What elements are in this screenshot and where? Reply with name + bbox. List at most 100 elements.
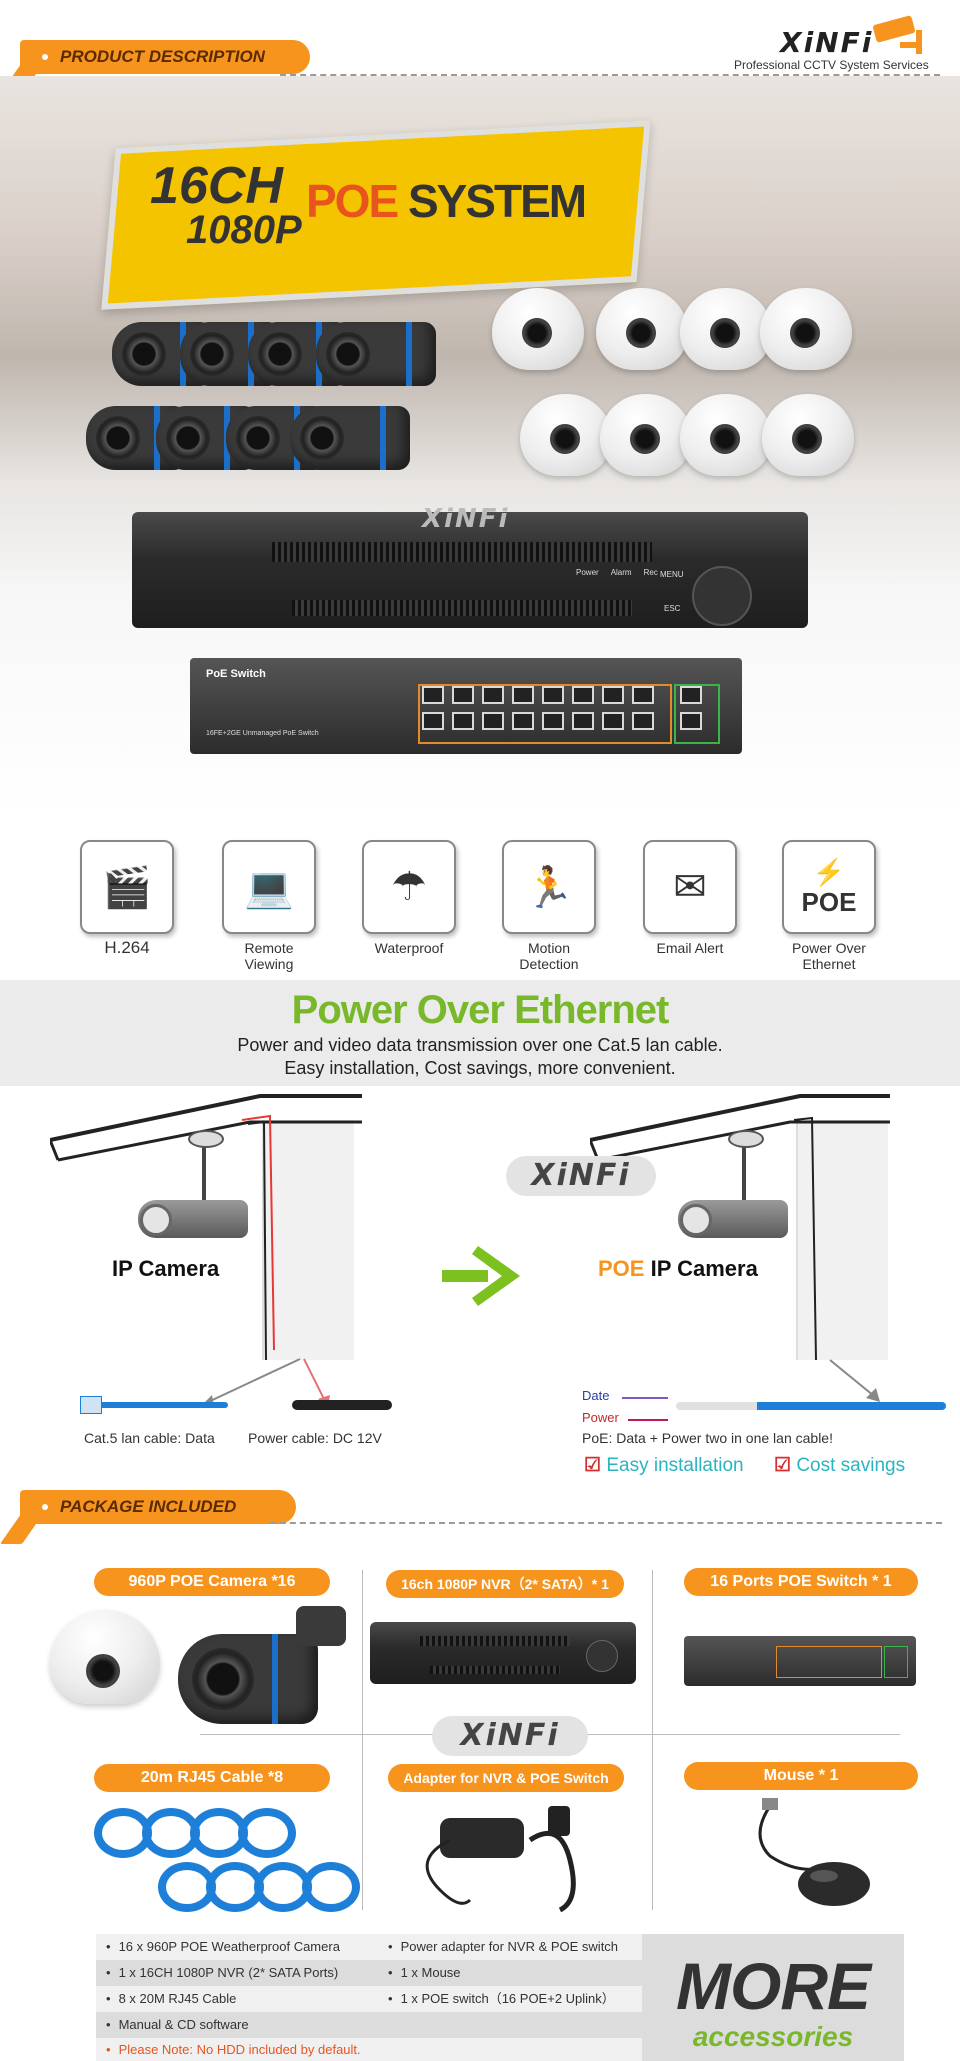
dome-camera [680,394,772,476]
clapperboard-icon: 🎬 [80,840,174,934]
checkmark-icon: ☑ [774,1455,792,1476]
cable2-label: Power cable: DC 12V [248,1430,382,1446]
cable-coil [302,1862,360,1912]
list-item: •Power adapter for NVR & POE switch [378,1934,642,1960]
pkg-label-switch: 16 Ports POE Switch * 1 [684,1568,918,1596]
feature-label: Waterproof [374,940,444,956]
nvr-dpad-icon [692,566,752,626]
ethernet-port-icon [542,712,564,730]
package-divider [270,1522,942,1524]
brand-tagline: Professional CCTV System Services [734,58,929,72]
wall [262,1120,354,1360]
uplink-port-icon [680,686,702,704]
more-text: MORE [676,1949,871,2023]
poe-switch: PoE Switch 16FE+2GE Unmanaged PoE Switch [190,658,742,754]
list-item-text: 8 x 20M RJ45 Cable [118,1991,237,2006]
feature-waterproof: ☂ Waterproof [362,840,456,956]
benefit-cost-label: Cost savings [796,1455,906,1476]
green-arrow-icon [442,1246,520,1306]
ethernet-port-icon [632,712,654,730]
poe-banner: Power Over Ethernet Power and video data… [0,980,960,1086]
grid-divider [362,1570,363,1910]
list-item-text: Manual & CD software [118,2017,249,2032]
legend-data-line [622,1397,668,1399]
accessories-text: accessories [692,2021,854,2052]
nvr-esc-label: ESC [664,604,681,613]
bullet-camera [290,406,410,470]
list-item: •1 x POE switch（16 POE+2 Uplink） [378,1986,642,2012]
section-header-package: PACKAGE INCLUDED [20,1490,296,1524]
nvr-led-labels: Power Alarm Rec [576,568,658,577]
dome-camera [760,288,852,370]
dome-camera [600,394,692,476]
led-alarm-label: Alarm [610,568,632,577]
bullet-dot [42,54,48,60]
legend-power: Power [582,1410,619,1425]
feature-h264: 🎬 H.264 [80,840,174,956]
legend-data: Date [582,1388,610,1403]
switch-sublabel: 16FE+2GE Unmanaged PoE Switch [206,730,319,737]
feature-email-alert: ✉ Email Alert [643,840,737,956]
xinfi-watermark: XiNFi [506,1156,656,1196]
pointer-arrow-right [829,1359,880,1402]
feature-remote-viewing: 💻 Remote Viewing [222,840,316,972]
ethernet-port-icon [572,686,594,704]
ethernet-port-icon [452,686,474,704]
power-adapter-image [440,1818,524,1858]
nvr-vent [430,1666,560,1674]
benefit-easy: ☑ Easy installation [584,1454,744,1477]
pkg-label-adapter: Adapter for NVR & POE Switch [388,1764,624,1792]
hdd-note: •Please Note: No HDD included by default… [96,2038,642,2061]
camera-logo-icon [870,12,932,56]
nvr-vent [272,542,652,562]
list-item: •1 x 16CH 1080P NVR (2* SATA Ports) [96,1960,378,1986]
poe-switch-image [684,1636,916,1686]
list-item-text: 1 x Mouse [400,1965,461,1980]
dc-cable-image [292,1400,392,1410]
brand-logo: XiNFi [780,26,873,59]
checkmark-icon: ☑ [584,1455,602,1476]
dome-camera [596,288,688,370]
switch-uplink-block [674,684,720,744]
cable-coil [238,1808,296,1858]
brand-name: XiNFi [780,26,874,59]
led-rec-label: Rec [643,568,658,577]
motion-icon: 🏃 [502,840,596,934]
more-accessories-panel: MORE accessories [642,1934,904,2061]
mouse-image [758,1798,870,1906]
poe-cable-image [676,1402,946,1410]
title-system: SYSTEM [407,175,587,227]
camera-mount [202,1140,206,1200]
list-item: •16 x 960P POE Weatherproof Camera [96,1934,378,1960]
ethernet-port-icon [482,712,504,730]
feature-label: Email Alert [656,940,724,956]
dome-camera [520,394,612,476]
nvr-menu-label: MENU [660,570,684,579]
ethernet-port-icon [632,686,654,704]
title-poe: POE [306,175,399,227]
pkg-label-cable: 20m RJ45 Cable *8 [94,1764,330,1792]
section-title: PRODUCT DESCRIPTION [60,47,265,66]
package-watermark: XiNFi [432,1716,588,1756]
uplink-port-icon [680,712,702,730]
title-1080p: 1080P [186,208,302,252]
list-item: •1 x Mouse [378,1960,642,1986]
poe-line1: Power and video data transmission over o… [237,1035,723,1055]
nvr-dpad-icon [586,1640,618,1672]
lan-cable-image [84,1402,228,1408]
poe-camera-label: POE IP Camera [598,1256,758,1282]
nvr-recorder: XiNFi Power Alarm Rec MENU ESC [132,504,808,628]
note-text: Please Note: No HDD included by default. [118,2042,361,2057]
poe-line2: Easy installation, Cost savings, more co… [284,1058,676,1078]
feature-label: Motion Detection [519,940,579,972]
list-item-text: 16 x 960P POE Weatherproof Camera [118,1939,340,1954]
switch-port-block [776,1646,882,1678]
switch-port-block [418,684,672,744]
header-divider [280,74,940,76]
cable-run-right [793,1116,817,1361]
ethernet-port-icon [482,686,504,704]
pkg-label-camera: 960P POE Camera *16 [94,1568,330,1596]
feature-label: Power Over Ethernet [792,940,866,972]
switch-label: PoE Switch [206,668,266,680]
ceiling-mount [728,1130,764,1148]
